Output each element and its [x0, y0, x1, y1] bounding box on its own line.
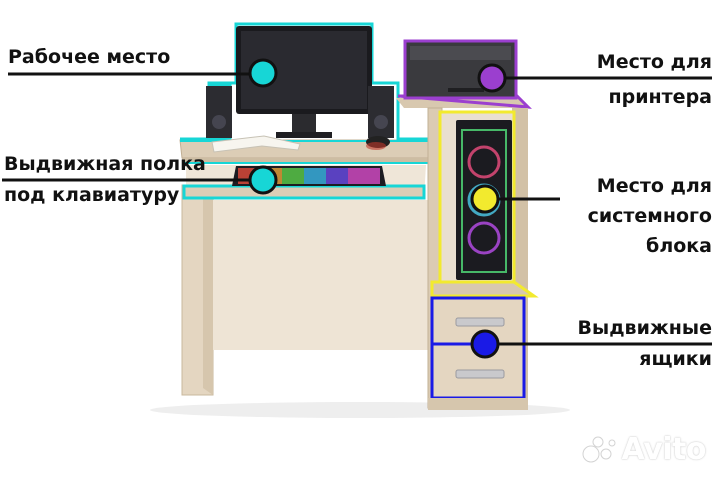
cyan-dot-icon — [248, 165, 278, 195]
avito-watermark: Avito — [582, 432, 707, 467]
keyboard-shelf — [182, 184, 426, 200]
label-workplace: Рабочее место — [8, 46, 171, 68]
monitor-stand — [292, 114, 316, 134]
desk-left-leg-side — [203, 185, 213, 395]
speaker-left — [206, 86, 232, 138]
label-printer-line1: Место для — [596, 51, 712, 73]
avito-watermark-text: Avito — [621, 432, 707, 467]
cyan-dot-icon — [248, 58, 278, 88]
label-keyboard-shelf-line2: под клавиатуру — [4, 184, 180, 206]
system-unit-shelf — [430, 280, 539, 298]
drawer-handle-bottom — [455, 369, 505, 379]
label-keyboard-shelf-line1: Выдвижная полка — [4, 153, 206, 175]
label-system-unit-line2: системного — [587, 205, 712, 227]
yellow-dot-icon — [470, 184, 500, 214]
desk-back-panel — [213, 200, 428, 350]
label-system-unit-line1: Место для — [596, 175, 712, 197]
drawer-handle-top — [455, 317, 505, 327]
label-printer-line2: принтера — [608, 86, 713, 108]
purple-dot-icon — [477, 63, 507, 93]
label-system-unit-line3: блока — [646, 235, 712, 257]
open-book — [211, 135, 301, 153]
label-drawers-line2: ящики — [639, 348, 712, 370]
blue-dot-icon — [470, 329, 500, 359]
avito-logo-icon — [582, 436, 616, 462]
cabinet-base — [428, 398, 528, 410]
label-drawers-line1: Выдвижные — [577, 317, 712, 339]
speaker-right — [368, 86, 394, 138]
monitor-base — [276, 132, 332, 138]
